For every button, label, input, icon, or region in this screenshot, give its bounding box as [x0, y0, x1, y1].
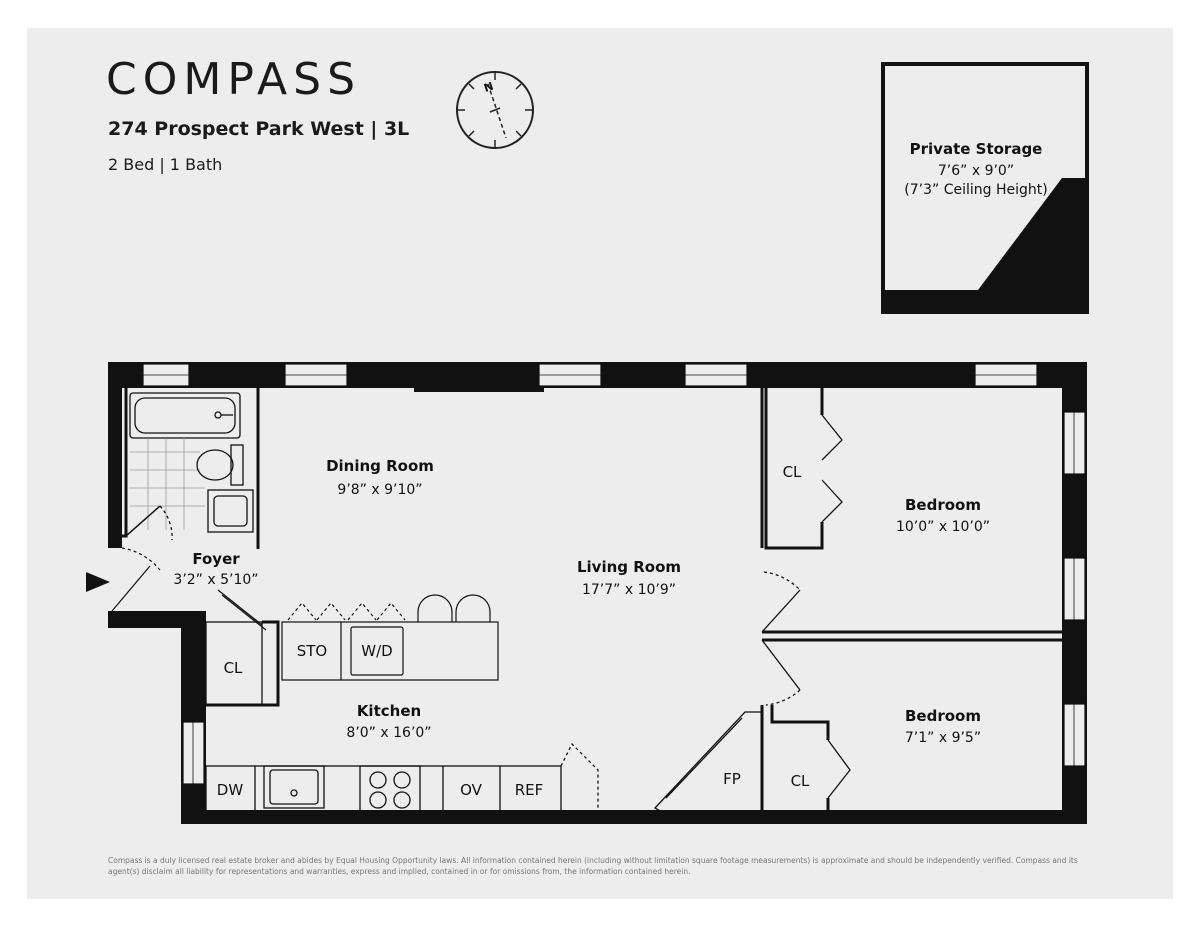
- wd-label: W/D: [361, 642, 392, 660]
- bed-bath-summary: 2 Bed | 1 Bath: [108, 155, 223, 174]
- windows: [142, 363, 1086, 785]
- sto-label: STO: [297, 642, 328, 660]
- bedroom2-dims: 7’1” x 9’5”: [905, 730, 981, 746]
- compass-north-label: N: [482, 80, 495, 95]
- laundry-counter: [281, 594, 499, 681]
- fp-label: FP: [723, 770, 741, 788]
- dw-label: DW: [217, 781, 244, 799]
- legal-disclaimer: Compass is a duly licensed real estate b…: [108, 856, 1078, 876]
- bedroom1-name: Bedroom: [905, 496, 981, 514]
- oven-label: OV: [460, 781, 483, 799]
- kitchen-counter: [205, 742, 599, 813]
- floorplan-sheet: [27, 28, 1173, 899]
- fireplace: [653, 711, 763, 813]
- dining-room-name: Dining Room: [326, 457, 434, 475]
- dining-room-dims: 9’8” x 9’10”: [337, 482, 422, 498]
- private-storage-unit: Private Storage 7’6” x 9’0” (7’3” Ceilin…: [881, 62, 1089, 314]
- bedroom2-name: Bedroom: [905, 707, 981, 725]
- living-room-dims: 17’7” x 10’9”: [582, 582, 676, 598]
- entry-arrow-icon: [86, 572, 110, 592]
- compass-rose-icon: N: [456, 71, 534, 149]
- foyer-name: Foyer: [192, 550, 240, 568]
- bedroom1-closet-label: CL: [783, 463, 802, 481]
- bathroom: [125, 392, 254, 541]
- bedroom2-closet-label: CL: [791, 772, 810, 790]
- bedroom1-dims: 10’0” x 10’0”: [896, 519, 990, 535]
- storage-ceiling-note: (7’3” Ceiling Height): [904, 182, 1047, 198]
- foyer-dims: 3’2” x 5’10”: [173, 572, 258, 588]
- interior-walls: [122, 388, 1062, 812]
- foyer-closet-label: CL: [224, 659, 243, 677]
- listing-address: 274 Prospect Park West | 3L: [108, 118, 410, 140]
- living-room-name: Living Room: [577, 558, 681, 576]
- kitchen-name: Kitchen: [357, 702, 421, 720]
- kitchen-dims: 8’0” x 16’0”: [346, 725, 431, 741]
- storage-name: Private Storage: [910, 140, 1043, 158]
- ref-label: REF: [515, 781, 544, 799]
- brand-logo: COMPASS: [106, 54, 361, 105]
- storage-dims: 7’6” x 9’0”: [938, 163, 1014, 179]
